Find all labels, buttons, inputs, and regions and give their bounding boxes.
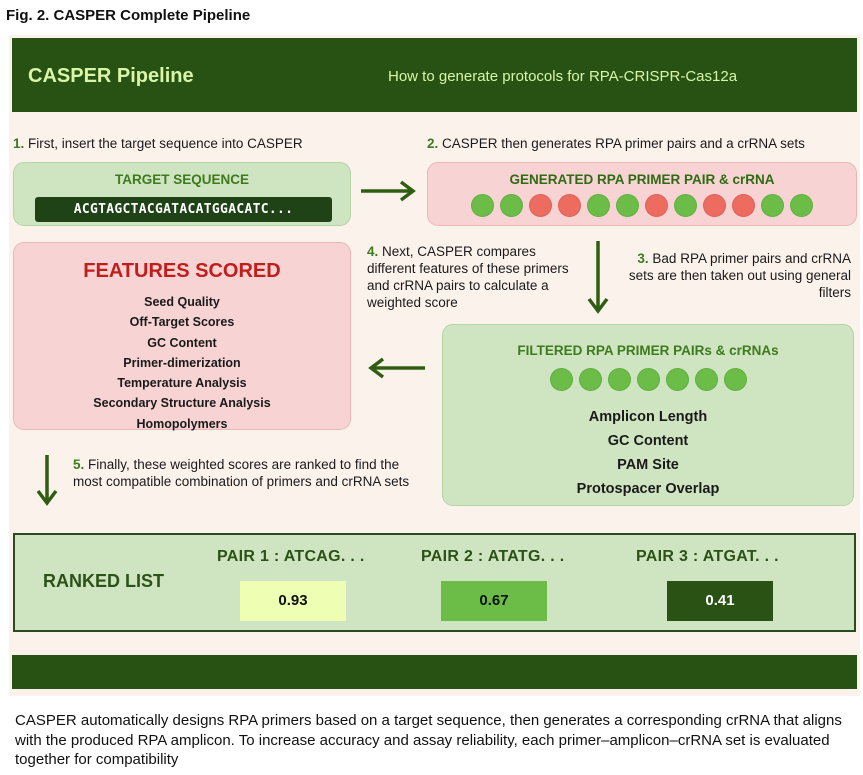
filtered-primer-box: FILTERED RPA PRIMER PAIRs & crRNAs Ampli… [442,324,854,506]
filter-criterion: PAM Site [617,457,679,473]
rejected-dot [529,194,552,217]
rejected-dot [703,194,726,217]
arrow-down-icon [587,241,609,314]
features-scored-title: FEATURES SCORED [83,260,281,282]
filter-criterion: GC Content [607,433,689,449]
step-3: 3. Bad RPA primer pairs and crRNA sets a… [621,250,851,301]
step-3-number: 3. [637,251,649,266]
step-5-number: 5. [73,457,85,472]
footer-bar [12,655,857,689]
pair-1-label: PAIR 1 : ATCAG. . . [217,548,365,565]
accepted-dot [694,368,718,391]
rejected-dot [732,194,755,217]
feature-item: Seed Quality [144,295,220,309]
step-1-number: 1. [13,136,25,151]
accepted-dot [587,194,610,217]
feature-item: Homopolymers [136,416,228,431]
accepted-dot [636,368,660,391]
filter-criterion: Protospacer Overlap [576,481,720,497]
pair-2-label: PAIR 2 : ATATG. . . [421,548,565,565]
target-sequence-box: TARGET SEQUENCE ACGTAGCTACGATACATGGACATC… [13,162,351,226]
accepted-dot [723,368,747,391]
feature-item: Primer-dimerization [123,355,241,370]
step-2-text: CASPER then generates RPA primer pairs a… [438,136,805,151]
rejected-dot [645,194,668,217]
pair-2-score: 0.67 [441,581,547,621]
feature-item: Secondary Structure Analysis [93,396,271,411]
pair-1-score: 0.93 [240,581,346,621]
step-4: 4. Next, CASPER compares different featu… [367,243,577,311]
accepted-dot [761,194,784,217]
target-sequence-value: ACGTAGCTACGATACATGGACATC... [35,197,332,222]
arrow-left-icon [368,357,425,379]
filter-criteria-list: Amplicon Length GC Content PAM Site Prot… [443,405,853,501]
feature-item: Temperature Analysis [117,376,247,391]
feature-item: GC Content [147,335,217,350]
pipeline-title: CASPER Pipeline [28,65,194,87]
step-1-text: First, insert the target sequence into C… [24,136,303,151]
target-sequence-label: TARGET SEQUENCE [114,172,249,187]
filtered-primer-label: FILTERED RPA PRIMER PAIRs & crRNAs [517,343,779,358]
step-3-text: Bad RPA primer pairs and crRNA sets are … [628,251,851,300]
filter-criterion: Amplicon Length [588,409,708,425]
pair-3-score: 0.41 [667,581,773,621]
generated-dots [428,194,856,217]
filtered-dots [443,368,853,391]
pipeline-panel: CASPER Pipeline How to generate protocol… [9,35,860,696]
features-scored-box: FEATURES SCORED Seed Quality Off-Target … [13,242,351,431]
step-5: 5. Finally, these weighted scores are ra… [73,456,423,490]
step-4-number: 4. [367,244,379,259]
accepted-dot [674,194,697,217]
accepted-dot [616,194,639,217]
step-2: 2. CASPER then generates RPA primer pair… [427,135,857,152]
accepted-dot [549,368,573,391]
generated-primer-box: GENERATED RPA PRIMER PAIR & crRNA [427,162,857,226]
pair-3-label: PAIR 3 : ATGAT. . . [636,548,779,565]
arrow-down-icon [36,455,58,506]
pipeline-header: CASPER Pipeline How to generate protocol… [12,38,857,112]
accepted-dot [607,368,631,391]
generated-primer-label: GENERATED RPA PRIMER PAIR & crRNA [509,172,775,187]
step-2-number: 2. [427,136,439,151]
accepted-dot [790,194,813,217]
features-list: Seed Quality Off-Target Scores GC Conten… [14,292,350,434]
accepted-dot [665,368,689,391]
figure-caption: CASPER automatically designs RPA primers… [15,712,842,768]
feature-item: Off-Target Scores [129,315,235,330]
ranked-list-label: RANKED LIST [43,571,164,591]
accepted-dot [578,368,602,391]
rejected-dot [558,194,581,217]
pipeline-subtitle: How to generate protocols for RPA-CRISPR… [388,68,738,85]
step-1: 1. First, insert the target sequence int… [13,135,413,152]
accepted-dot [471,194,494,217]
ranked-list-box: RANKED LIST PAIR 1 : ATCAG. . . 0.93 PAI… [13,533,856,632]
step-5-text: Finally, these weighted scores are ranke… [73,457,410,489]
figure-title: Fig. 2. CASPER Complete Pipeline [6,7,251,24]
accepted-dot [500,194,523,217]
step-4-text: Next, CASPER compares different features… [367,244,569,310]
arrow-right-icon [361,180,416,202]
